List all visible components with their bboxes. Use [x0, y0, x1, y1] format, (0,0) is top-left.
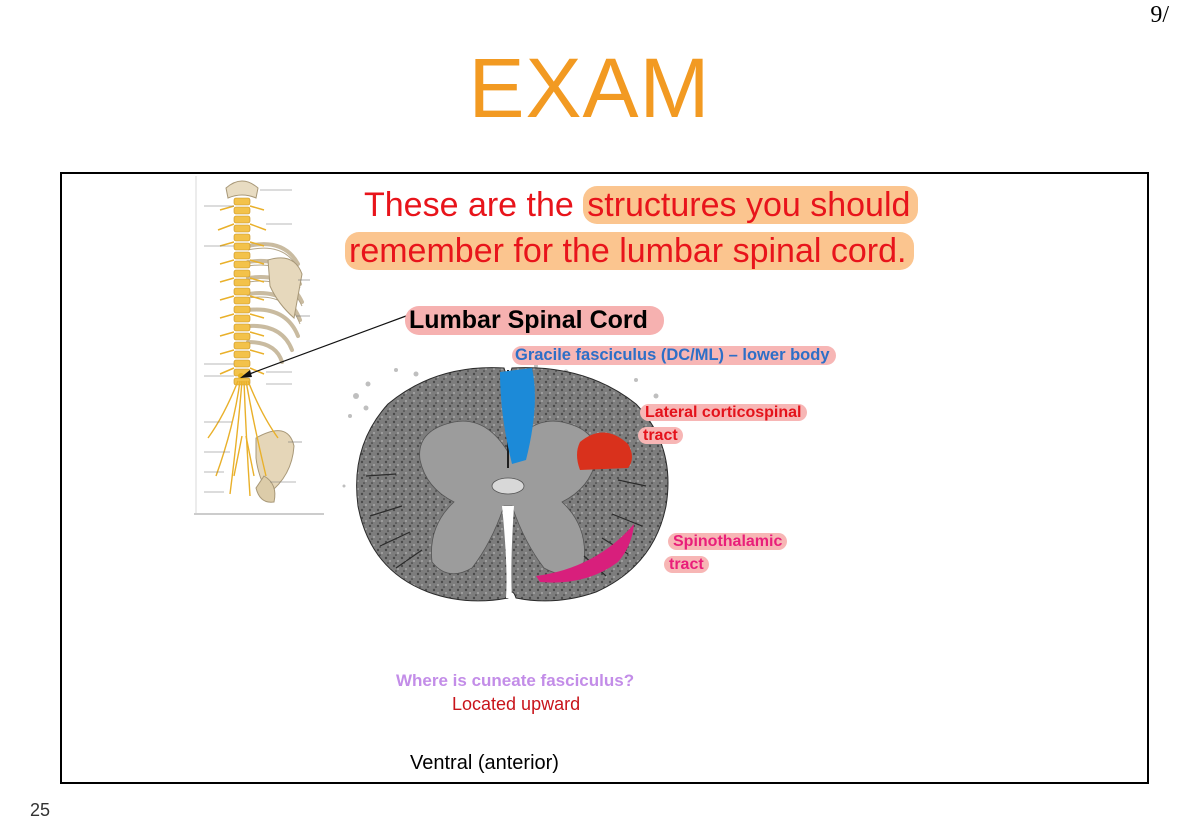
lateral-corticospinal-label-line-1: Lateral corticospinal: [640, 404, 807, 422]
spinothalamic-label-line-1: Spinothalamic: [668, 533, 788, 551]
spinal-column-illustration: [194, 176, 326, 518]
lateral-corticospinal-label-line-2: tract: [638, 427, 683, 445]
cuneate-question: Where is cuneate fasciculus?: [396, 671, 635, 690]
lumbar-cord-cross-section: [342, 364, 672, 602]
orientation-label: Ventral (anterior): [410, 752, 559, 774]
spinothalamic-region: [536, 524, 634, 583]
cuneate-answer: Located upward: [452, 694, 581, 714]
spinothalamic-label-line-2: tract: [664, 556, 709, 574]
spino-label-text-1: Spinothalamic: [668, 533, 788, 550]
page-number-bottom: 25: [30, 800, 51, 820]
spino-label-text-2: tract: [664, 556, 709, 573]
header-line-2-text: remember for the lumbar spinal cord.: [345, 232, 915, 270]
gracile-fasciculus-region: [500, 368, 535, 464]
slide-frame: [60, 172, 1149, 784]
lateral-corticospinal-region: [577, 432, 632, 470]
slide-header-line-2: remember for the lumbar spinal cord.: [345, 232, 915, 271]
lateral-label-text-1: Lateral corticospinal: [640, 404, 807, 421]
header-plain-text: These are the: [364, 186, 574, 224]
lumbar-spinal-cord-label: Lumbar Spinal Cord: [405, 306, 664, 335]
lateral-label-text-2: tract: [638, 427, 683, 444]
header-highlight-text: structures you should: [583, 186, 919, 224]
gracile-fasciculus-label: Gracile fasciculus (DC/ML) – lower body: [512, 346, 836, 365]
page-title: EXAM: [468, 41, 711, 135]
slide-header-line-1: These are the structures you should: [364, 186, 919, 225]
page-number-top: 9/: [1150, 2, 1169, 28]
